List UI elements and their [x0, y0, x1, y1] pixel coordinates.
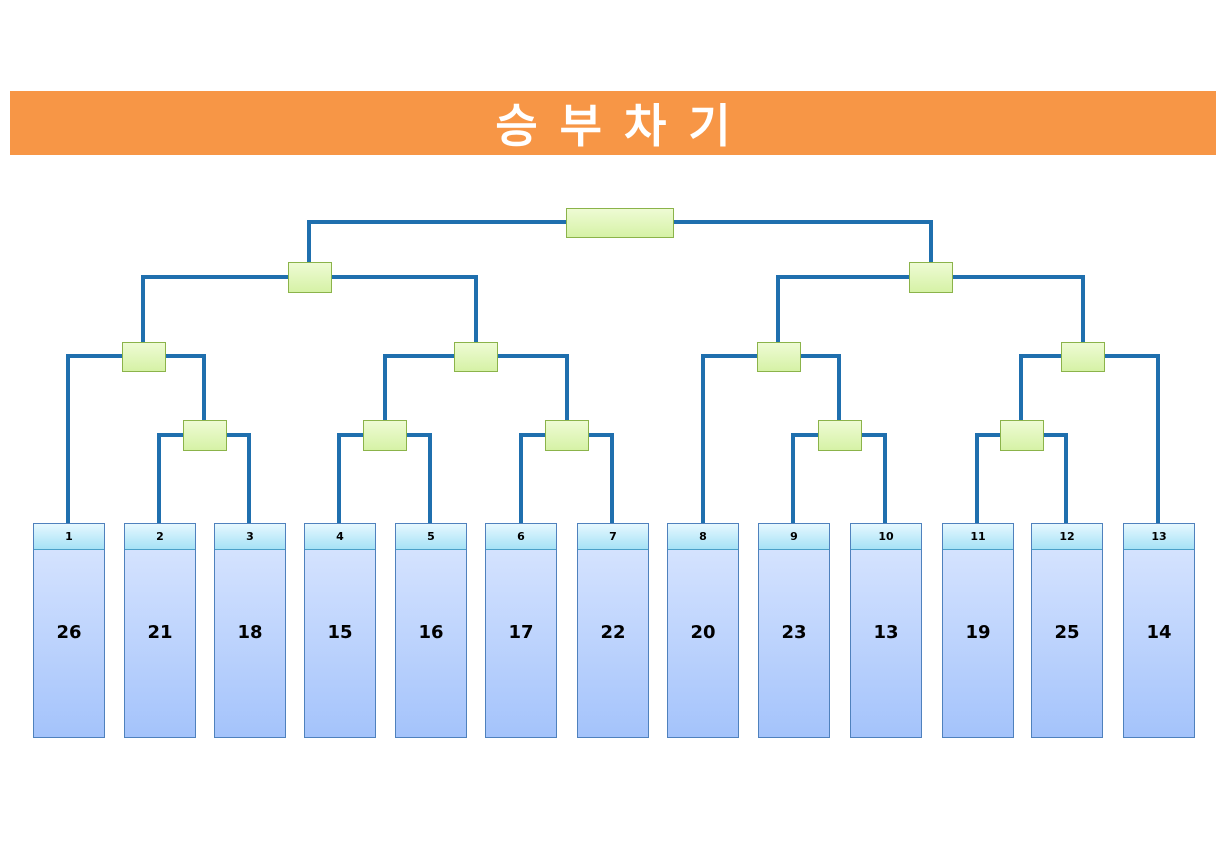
slot-number: 11	[943, 524, 1013, 550]
match-box-quarter-3[interactable]	[757, 342, 801, 372]
slot-value: 14	[1146, 622, 1172, 643]
entry-slot-3[interactable]: 3 18	[214, 523, 286, 738]
match-box-round1-4[interactable]	[818, 420, 862, 451]
slot-number: 12	[1032, 524, 1102, 550]
slot-number: 10	[851, 524, 921, 550]
slot-number: 7	[578, 524, 648, 550]
slot-value: 23	[781, 622, 807, 643]
match-box-round1-5[interactable]	[1000, 420, 1044, 451]
entry-slot-13[interactable]: 13 14	[1123, 523, 1195, 738]
slot-value: 21	[147, 622, 173, 643]
entry-slot-2[interactable]: 2 21	[124, 523, 196, 738]
slot-value: 13	[873, 622, 899, 643]
match-box-quarter-2[interactable]	[454, 342, 498, 372]
match-box-semifinal-left[interactable]	[288, 262, 332, 293]
entry-slot-1[interactable]: 1 26	[33, 523, 105, 738]
slot-number: 13	[1124, 524, 1194, 550]
slot-value: 22	[600, 622, 626, 643]
slot-number: 9	[759, 524, 829, 550]
entry-slot-12[interactable]: 12 25	[1031, 523, 1103, 738]
slot-number: 4	[305, 524, 375, 550]
slot-number: 2	[125, 524, 195, 550]
entry-slot-7[interactable]: 7 22	[577, 523, 649, 738]
slot-value: 16	[418, 622, 444, 643]
slot-number: 8	[668, 524, 738, 550]
slot-value: 20	[690, 622, 716, 643]
entry-slot-9[interactable]: 9 23	[758, 523, 830, 738]
page-title: 승부차기	[495, 99, 753, 153]
entry-slot-10[interactable]: 10 13	[850, 523, 922, 738]
slot-number: 5	[396, 524, 466, 550]
slot-number: 3	[215, 524, 285, 550]
slot-value: 18	[237, 622, 263, 643]
slot-value: 19	[965, 622, 991, 643]
slot-value: 17	[508, 622, 534, 643]
slot-number: 1	[34, 524, 104, 550]
entry-slot-8[interactable]: 8 20	[667, 523, 739, 738]
match-box-round1-2[interactable]	[363, 420, 407, 451]
entry-slot-5[interactable]: 5 16	[395, 523, 467, 738]
title-banner: 승부차기	[10, 91, 1216, 155]
match-box-round1-3[interactable]	[545, 420, 589, 451]
slot-value: 25	[1054, 622, 1080, 643]
entry-slot-11[interactable]: 11 19	[942, 523, 1014, 738]
entry-slot-4[interactable]: 4 15	[304, 523, 376, 738]
match-box-round1-1[interactable]	[183, 420, 227, 451]
match-box-semifinal-right[interactable]	[909, 262, 953, 293]
entry-slot-6[interactable]: 6 17	[485, 523, 557, 738]
slot-value: 26	[56, 622, 82, 643]
slot-number: 6	[486, 524, 556, 550]
match-box-quarter-1[interactable]	[122, 342, 166, 372]
match-box-final[interactable]	[566, 208, 674, 238]
match-box-quarter-4[interactable]	[1061, 342, 1105, 372]
slot-value: 15	[327, 622, 353, 643]
